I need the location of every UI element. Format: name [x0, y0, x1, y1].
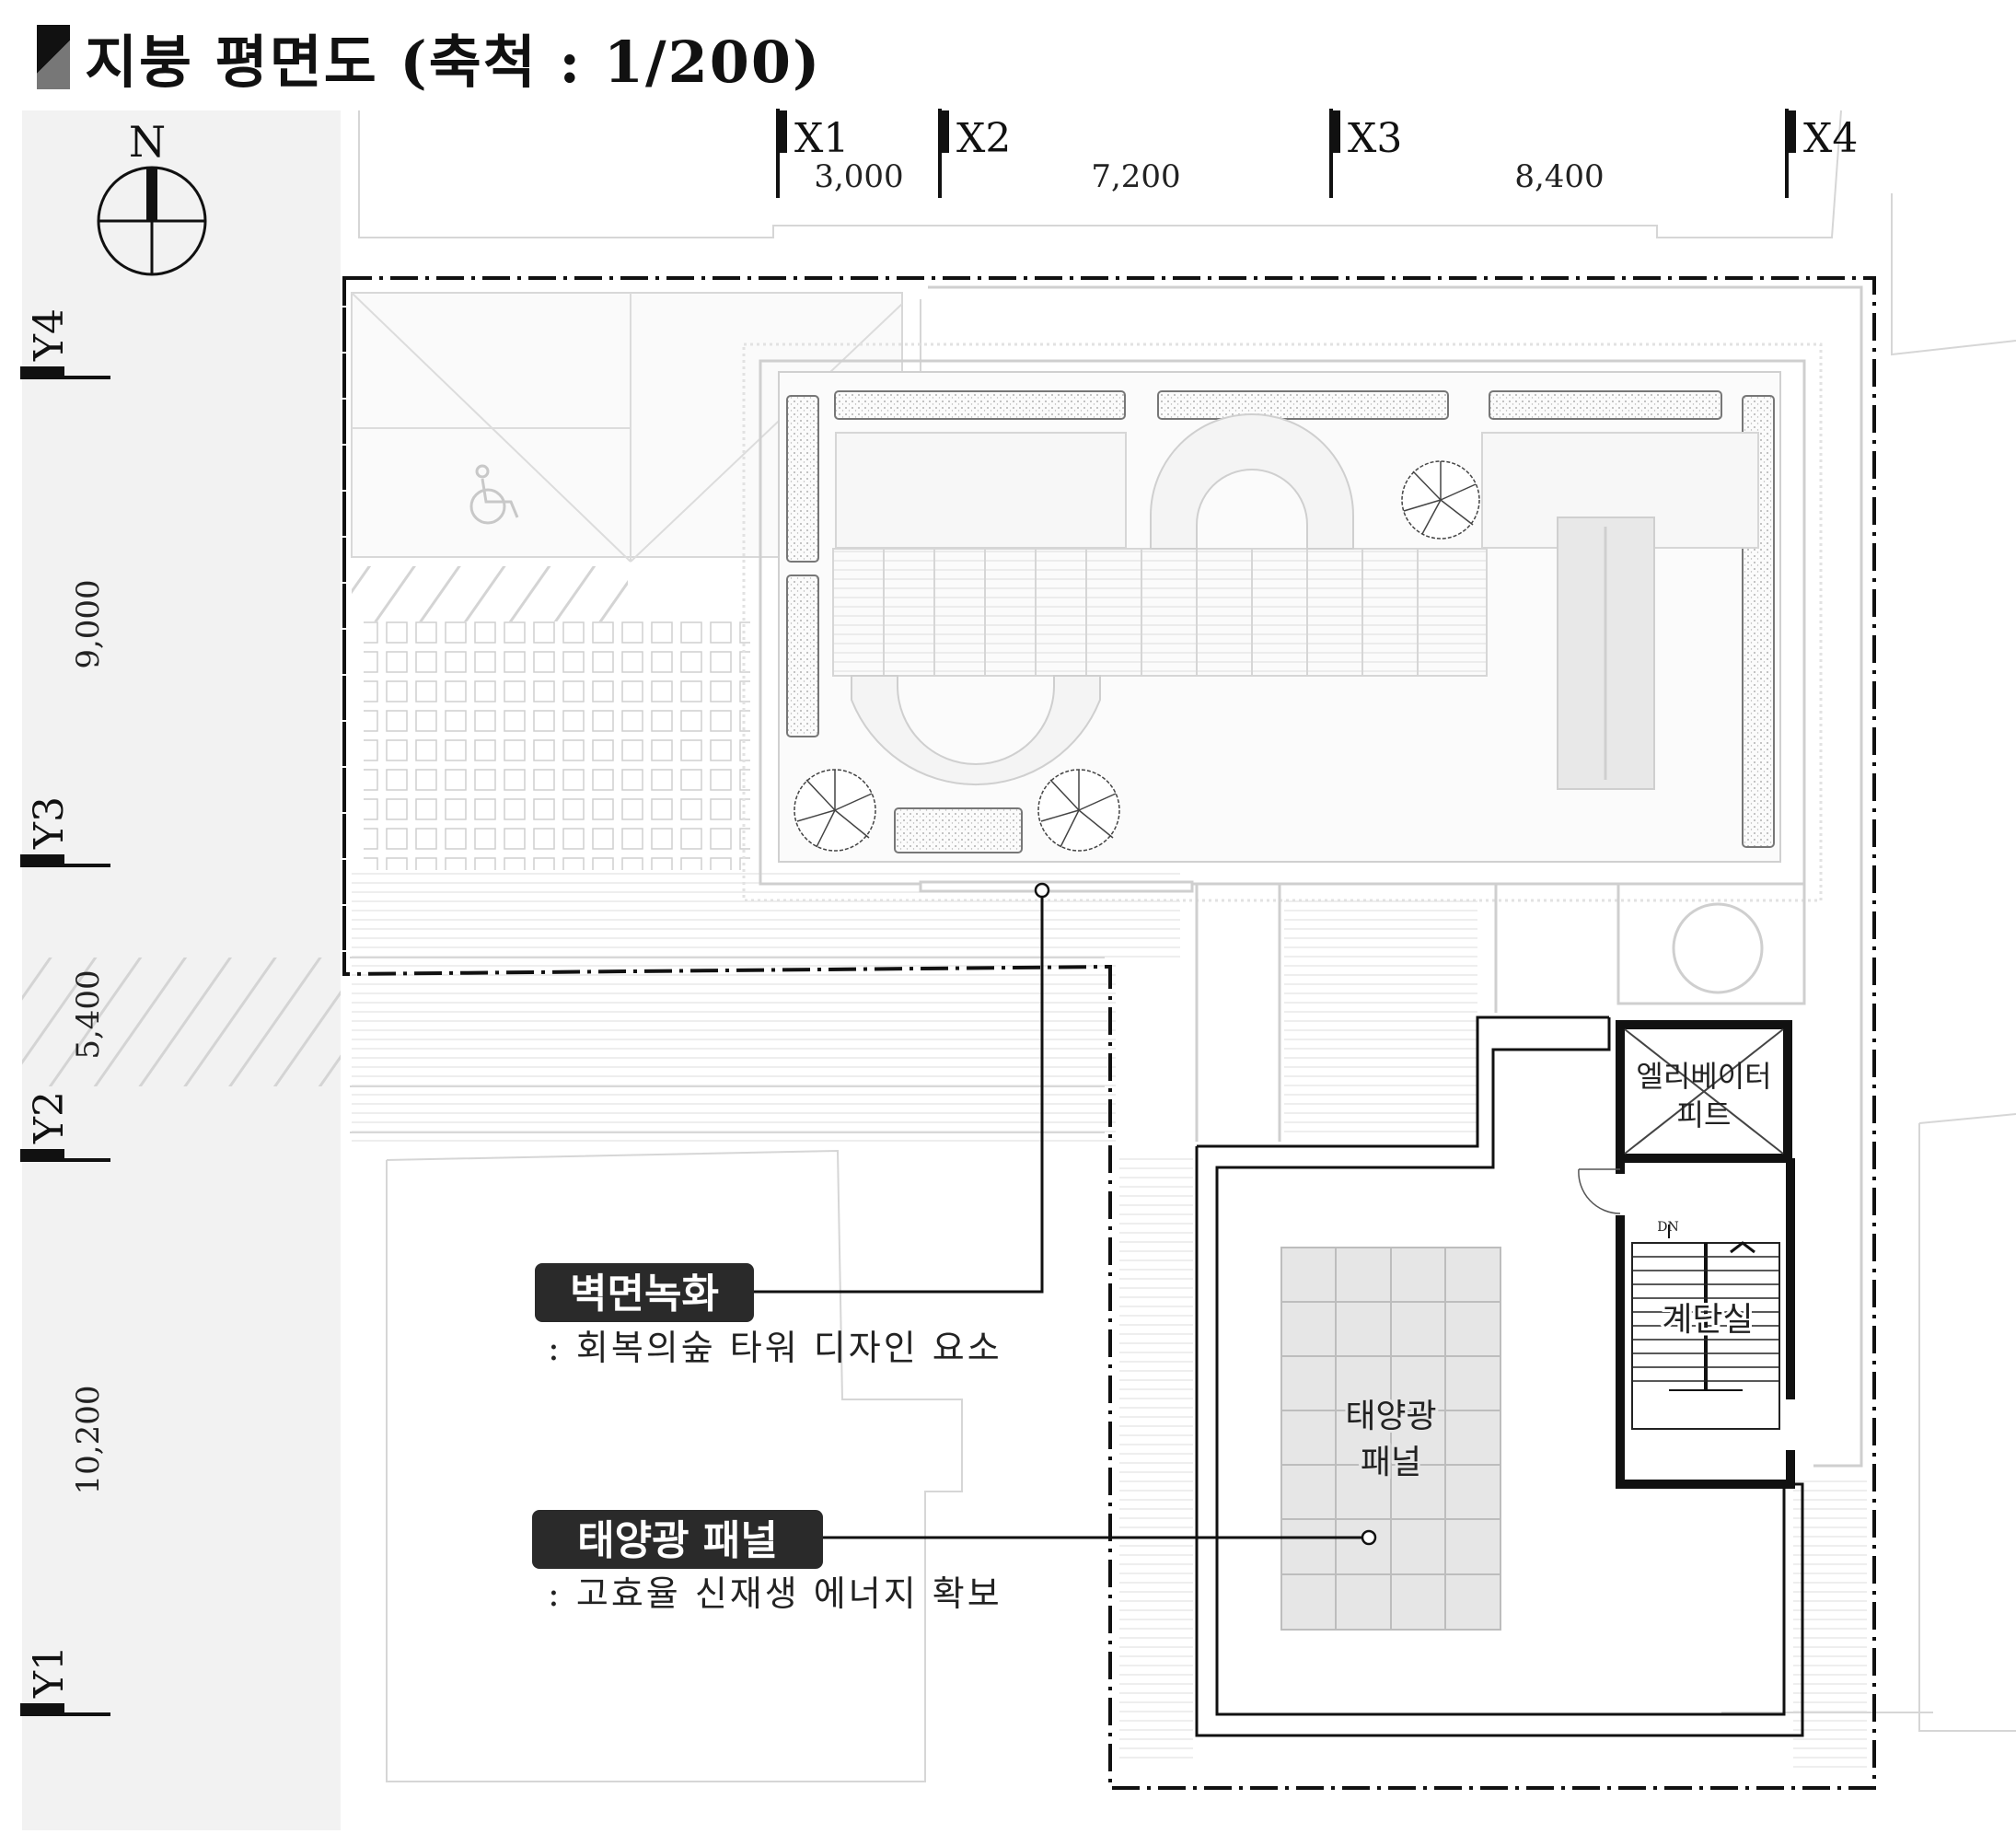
- planter: [894, 807, 1023, 853]
- grid-y-marker: Y4: [20, 308, 110, 379]
- solar-panel-array: [1280, 1247, 1501, 1631]
- tree-symbol: [1037, 769, 1120, 852]
- grid-y-marker: Y1: [20, 1645, 110, 1716]
- stair-dn-label: DN: [1657, 1220, 1678, 1235]
- callout-description: : 회복의숲 타워 디자인 요소: [548, 1328, 1002, 1368]
- wheelchair-icon: [469, 464, 519, 525]
- grid-y-marker: Y2: [20, 1091, 110, 1162]
- solar-label-line2: 패널: [1361, 1444, 1421, 1481]
- elevator-label-line1: 엘리베이터: [1636, 1059, 1771, 1094]
- grid-x-label: X1: [794, 115, 849, 162]
- grid-y-marker: Y3: [20, 796, 110, 867]
- elevator-label-line2: 피트: [1677, 1097, 1732, 1132]
- grid-y-label: Y4: [26, 308, 73, 362]
- grid-x-marker: X3: [1329, 109, 1402, 198]
- callout-description: : 고효율 신재생 에너지 확보: [548, 1573, 1002, 1614]
- planter: [786, 395, 819, 563]
- grid-y-dimension: 10,200: [70, 1386, 107, 1495]
- tree-symbol: [794, 769, 876, 852]
- page-title: 지붕 평면도 (축척 : 1/200): [37, 20, 821, 96]
- core-walls: [1195, 1016, 1804, 1737]
- planter: [786, 575, 819, 737]
- road-hatch: [22, 958, 341, 1086]
- grid-y-label: Y1: [26, 1645, 73, 1699]
- callout-title: 태양광 패널: [577, 1517, 778, 1564]
- grid-x-dimension: 3,000: [814, 158, 903, 195]
- north-arrow: N: [97, 117, 207, 276]
- stair-room-label: 계단실: [1662, 1301, 1753, 1339]
- solar-label-line1: 태양광: [1345, 1398, 1436, 1435]
- callout-wall-greening: 벽면녹화 : 회복의숲 타워 디자인 요소: [535, 882, 1050, 1368]
- plaza-area: [351, 292, 1180, 1146]
- roof-garden: [778, 371, 1781, 863]
- grid-x-marker: X2: [938, 109, 1011, 198]
- building-outline: [742, 285, 1867, 1768]
- grid-x-label: X3: [1348, 115, 1402, 162]
- grid-x-label: X2: [956, 115, 1011, 162]
- title-text: 지붕 평면도 (축척 : 1/200): [85, 29, 822, 96]
- callout-solar-panel: 태양광 패널 : 고효율 신재생 에너지 확보: [532, 1510, 1377, 1614]
- planter: [1157, 390, 1449, 420]
- grid-y-axis: Y4 Y3 Y2 Y1 9,000 5,400 10,200: [20, 308, 110, 1716]
- grid-y-dimension: 5,400: [70, 969, 107, 1059]
- grid-y-label: Y2: [26, 1091, 73, 1144]
- grid-x-marker: X4: [1785, 109, 1858, 198]
- grid-x-marker: X1: [776, 109, 849, 198]
- grid-y-label: Y3: [26, 796, 73, 850]
- grid-x-axis: X1 X2 X3 X4 3,000 7,200 8,400: [776, 109, 1858, 198]
- grid-y-dimension: 9,000: [70, 579, 107, 668]
- grid-x-dimension: 8,400: [1514, 158, 1604, 195]
- callout-title: 벽면녹화: [570, 1271, 719, 1317]
- grid-x-label: X4: [1803, 115, 1858, 162]
- tree-symbol: [1401, 460, 1480, 540]
- title-marker: [37, 25, 70, 89]
- planter: [834, 390, 1126, 420]
- grid-x-dimension: 7,200: [1091, 158, 1180, 195]
- planter: [1489, 390, 1722, 420]
- north-label: N: [129, 117, 166, 167]
